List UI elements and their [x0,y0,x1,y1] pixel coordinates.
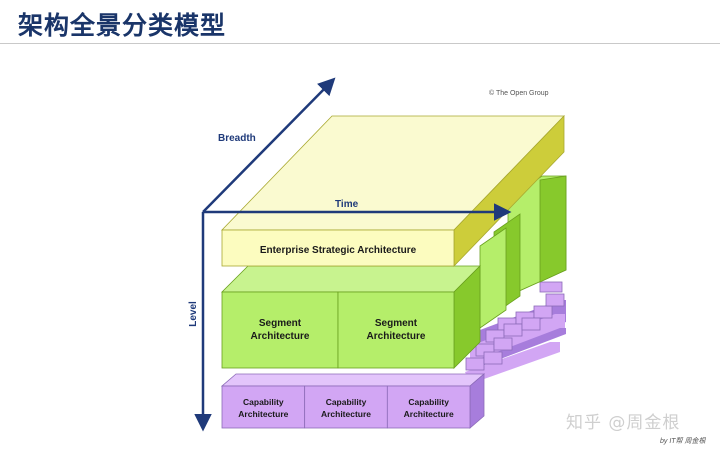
capability-architecture-box [221,385,306,429]
segment-architecture-label: Architecture [367,331,426,342]
capability-architecture-label: Architecture [321,409,371,419]
strategic-architecture-label: Enterprise Strategic Architecture [260,245,417,256]
title-bar: 架构全景分类模型 [0,0,720,44]
watermark: 知乎 @周金根 [566,413,681,433]
capability-architecture-label: Capability [408,397,449,407]
title-divider [0,43,720,44]
copyright-notice: © The Open Group [489,89,549,97]
breadth-axis-label: Breadth [218,133,256,144]
capability-architecture-box [304,385,388,429]
strategic-layer: Enterprise Strategic Architecture [221,115,565,267]
capability-architecture-label: Capability [243,397,284,407]
capability-architecture-label: Architecture [238,409,288,419]
breadth-axis [202,77,336,213]
capability-architecture-box [386,385,471,429]
rear-capability-tiles [465,281,565,371]
segment-architecture-label: Architecture [251,331,310,342]
segment-architecture-label: Segment [259,318,302,329]
level-axis-label: Level [188,301,199,327]
strategic-architecture-box [221,229,455,267]
segment-architecture-box [221,291,339,369]
capability-architecture-label: Architecture [404,409,454,419]
rear-segment-stack [479,175,567,329]
axes: Breadth Time Level [188,77,512,432]
time-axis-label: Time [335,199,359,210]
byline: by IT帮 周金根 [660,438,706,445]
segment-architecture-box [337,291,455,369]
capability-architecture-label: Capability [326,397,367,407]
page-title: 架构全景分类模型 [18,11,227,40]
segment-architecture-label: Segment [375,318,418,329]
